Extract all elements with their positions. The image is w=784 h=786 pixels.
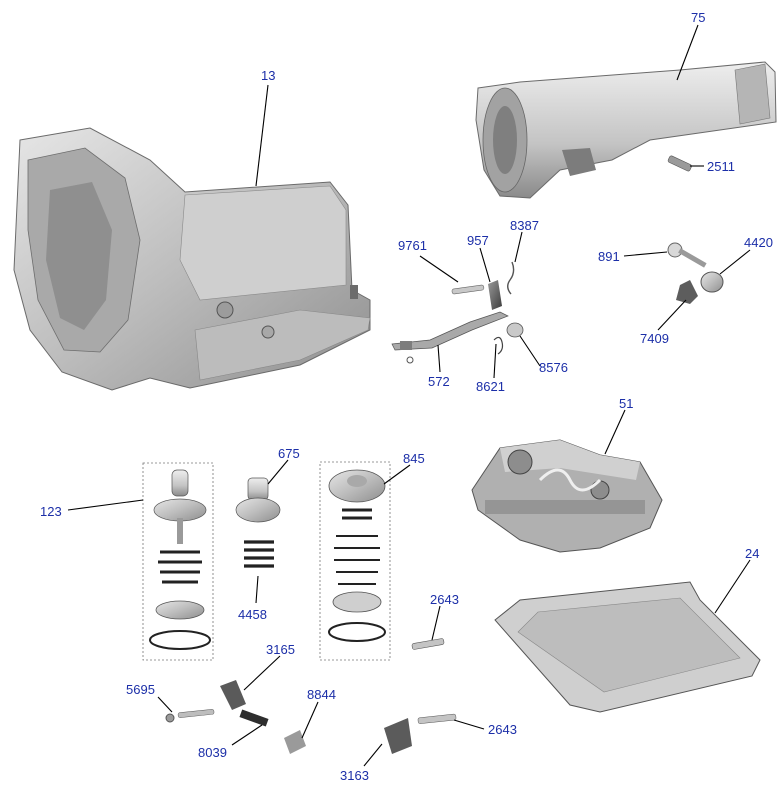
callout-labels: 13 75 2511 9761 957 8387 891 4420 7409 5…: [40, 10, 773, 783]
callout-51: 51: [619, 396, 633, 411]
callout-8621: 8621: [476, 379, 505, 394]
callout-2643-upper: 2643: [430, 592, 459, 607]
servo-parts-drawing-2: [328, 469, 386, 642]
callout-123: 123: [40, 504, 62, 519]
callout-675: 675: [278, 446, 300, 461]
callout-8387: 8387: [510, 218, 539, 233]
oil-pan-drawing: [494, 581, 761, 713]
callout-572: 572: [428, 374, 450, 389]
callout-3165: 3165: [266, 642, 295, 657]
callout-7409: 7409: [640, 331, 669, 346]
transmission-case-drawing: [13, 127, 371, 391]
sensor-parts-drawing: [667, 242, 724, 304]
callout-5695: 5695: [126, 682, 155, 697]
callout-4458: 4458: [238, 607, 267, 622]
callout-75: 75: [691, 10, 705, 25]
callout-24: 24: [745, 546, 759, 561]
callout-8039: 8039: [198, 745, 227, 760]
pin-2511-drawing: [667, 155, 692, 172]
leader-lines: [67, 24, 751, 767]
callout-8576: 8576: [539, 360, 568, 375]
callout-2511: 2511: [707, 159, 735, 174]
callout-845: 845: [403, 451, 425, 466]
callout-891: 891: [598, 249, 620, 264]
servo-parts-drawing: [149, 469, 211, 650]
linkage-parts-drawing: [391, 261, 524, 364]
callout-4420: 4420: [744, 235, 773, 250]
callout-9761: 9761: [398, 238, 427, 253]
callout-957: 957: [467, 233, 489, 248]
extension-housing-drawing: [475, 61, 777, 199]
servo-group-box: [142, 462, 214, 661]
servo-group-box-2: [319, 461, 391, 661]
accumulator-parts-drawing: [235, 477, 281, 568]
small-parts-drawing: [165, 638, 457, 754]
callout-13: 13: [261, 68, 275, 83]
callout-8844: 8844: [307, 687, 336, 702]
callout-2643-lower: 2643: [488, 722, 517, 737]
callout-3163: 3163: [340, 768, 369, 783]
valve-body-drawing: [471, 439, 663, 553]
